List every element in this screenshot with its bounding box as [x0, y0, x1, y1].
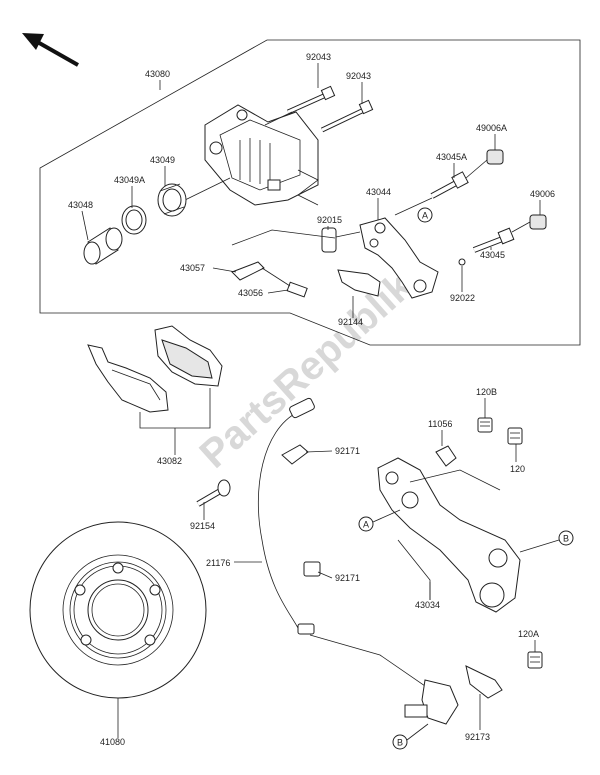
label-43048: 43048 [68, 200, 93, 210]
reference-marker-a-lower: A [358, 516, 374, 532]
label-92171-b: 92171 [335, 573, 360, 583]
label-43034: 43034 [415, 600, 440, 610]
caliper-body [204, 104, 319, 206]
wire-clamp-upper [281, 444, 309, 465]
bolt-43045 [472, 227, 515, 253]
disc-bolt-92154 [196, 479, 231, 507]
washer-92022 [458, 258, 466, 266]
label-43082: 43082 [157, 456, 182, 466]
piston-43048 [83, 227, 123, 265]
label-92173: 92173 [465, 732, 490, 742]
label-120B: 120B [476, 387, 497, 397]
pad-spring-92144 [337, 269, 381, 297]
label-92043-a: 92043 [306, 52, 331, 62]
piston-seal-43049 [157, 183, 187, 217]
bolt-120A [527, 651, 543, 669]
label-43080: 43080 [145, 69, 170, 79]
label-43056: 43056 [238, 288, 263, 298]
svg-text:A: A [422, 211, 428, 221]
reference-marker-a-top: A [417, 207, 433, 223]
brake-pad-right [154, 325, 223, 387]
label-92154: 92154 [190, 521, 215, 531]
sensor-connector [289, 397, 315, 419]
label-43045A: 43045A [436, 152, 467, 162]
label-92015: 92015 [317, 215, 342, 225]
sleeve-92015 [321, 227, 337, 253]
label-43045: 43045 [480, 250, 505, 260]
caliper-pin-lower [320, 99, 374, 133]
label-120A: 120A [518, 629, 539, 639]
part-labels: 43080 92043 92043 49006A 43049 43045A 43… [68, 52, 555, 747]
label-92171-a: 92171 [335, 446, 360, 456]
caliper-bracket-43044 [359, 217, 439, 299]
abs-sensor [404, 679, 459, 725]
label-11056: 11056 [428, 419, 452, 429]
label-120: 120 [510, 464, 525, 474]
brake-disc-41080 [29, 521, 207, 699]
caliper-pin-upper [286, 85, 336, 115]
dust-seal-43049A [121, 205, 147, 235]
svg-text:B: B [397, 738, 403, 748]
cap-49006 [529, 214, 547, 230]
cap-49006A [486, 149, 504, 165]
reference-marker-b-right: B [558, 530, 574, 546]
caliper-assembly-frame [39, 39, 581, 346]
label-43044: 43044 [366, 187, 391, 197]
svg-text:A: A [363, 520, 369, 530]
label-92043-b: 92043 [346, 71, 371, 81]
reference-marker-b-lower: B [392, 734, 408, 750]
label-43049: 43049 [150, 155, 175, 165]
label-43049A: 43049A [114, 175, 145, 185]
label-92022: 92022 [450, 293, 475, 303]
brake-pad-left [87, 344, 169, 413]
watermark: PartsRepublik [192, 264, 422, 477]
bleed-bolt-43045A [430, 171, 469, 199]
label-21176: 21176 [206, 558, 230, 568]
sensor-bracket-92173 [465, 665, 503, 699]
label-43057: 43057 [180, 263, 205, 273]
label-49006A: 49006A [476, 123, 507, 133]
bleeder-screw-43056 [286, 281, 308, 298]
label-49006: 49006 [530, 189, 555, 199]
leader-lines [81, 63, 541, 738]
arrow-up-left-icon [22, 33, 79, 67]
wire-clamp-lower [303, 561, 321, 577]
bolt-120 [507, 427, 523, 445]
clamp-11056 [435, 445, 457, 467]
svg-text:B: B [563, 534, 569, 544]
bolt-120B [477, 417, 493, 433]
sensor-wire-21176 [257, 411, 299, 629]
label-41080: 41080 [100, 737, 125, 747]
label-92144: 92144 [338, 317, 363, 327]
bleeder-cap-43057 [231, 261, 265, 281]
caliper-bracket-43034 [377, 457, 521, 613]
